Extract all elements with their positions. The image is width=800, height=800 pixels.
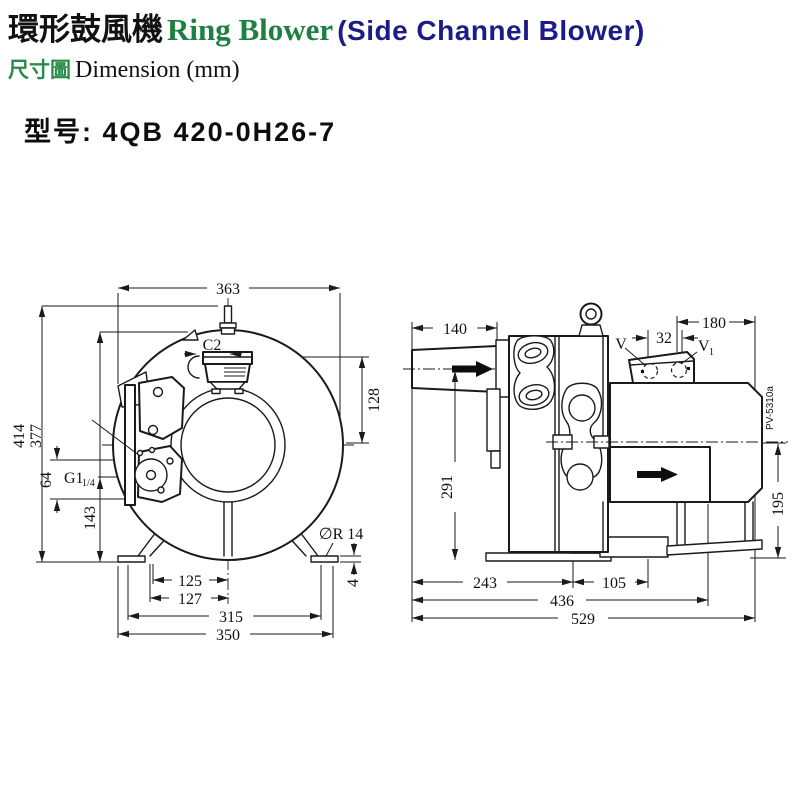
dim-140: 140: [443, 321, 467, 338]
label-v1: V: [698, 338, 710, 355]
dim-c2: C2: [203, 337, 222, 354]
flow-arrow-inlet: [452, 361, 493, 377]
terminal-box: [628, 351, 695, 384]
motor-support: [666, 501, 763, 556]
dim-32: 32: [656, 330, 672, 347]
dim-414: 414: [11, 424, 28, 448]
dim-291: 291: [439, 475, 456, 499]
subtitle-en: Dimension (mm): [75, 57, 240, 83]
dim-243: 243: [473, 575, 497, 592]
silencer-casting-left: [513, 335, 556, 410]
dim-143: 143: [82, 506, 99, 530]
model-label: 型号:: [24, 117, 93, 147]
base-box-2: [599, 536, 669, 558]
front-dimensions: 363 414 377 143 128 C2 64 G1 1/4: [11, 281, 383, 644]
side-extension-lines: [411, 316, 786, 622]
gland-v1: [670, 361, 688, 379]
title-paren: (Side Channel Blower): [337, 15, 645, 46]
dim-195: 195: [770, 492, 787, 516]
dim-thread: G1: [64, 470, 84, 487]
impeller-ring-inner: [180, 397, 276, 493]
eyebolt-icon: [578, 302, 604, 337]
dim-127: 127: [178, 591, 202, 608]
side-view: 140 180 32 V V 1 291 195 243: [403, 302, 788, 628]
title-en: Ring Blower: [167, 12, 334, 47]
label-v: V: [615, 336, 627, 353]
flange-step: [490, 450, 501, 469]
dim-4: 4: [345, 579, 362, 587]
dim-315: 315: [219, 609, 243, 626]
dim-125: 125: [178, 573, 202, 590]
housing-tab: [182, 329, 199, 341]
leader-v: [624, 347, 646, 366]
dim-128: 128: [366, 388, 383, 412]
foot-pad-left: [117, 555, 146, 563]
side-plate-bar: [124, 384, 136, 506]
subtitle: 尺寸圖 Dimension (mm): [8, 54, 240, 84]
motor-foot: [666, 539, 763, 556]
dim-thread-sub: 1/4: [82, 478, 95, 489]
model-number: 型号: 4QB 420-0H26-7: [24, 110, 336, 149]
side-dimensions: 140 180 32 V V 1 291 195 243: [412, 315, 787, 628]
silencer-casting-mid: [560, 382, 603, 491]
label-v1-sub: 1: [709, 347, 714, 358]
leader-v1: [680, 351, 698, 365]
base-plate: [485, 552, 612, 562]
dim-436: 436: [550, 593, 574, 610]
foot-pad-right: [310, 555, 339, 563]
subtitle-cjk: 尺寸圖: [8, 58, 71, 82]
flow-arrow-outlet: [637, 467, 678, 482]
muffler: [187, 351, 253, 395]
flange-block: [486, 388, 501, 452]
dim-105: 105: [602, 575, 626, 592]
page-title: 環形鼓風機 Ring Blower (Side Channel Blower): [8, 4, 645, 49]
mounting-plate-lower: [134, 445, 183, 503]
drawing-code: PV-5310a: [765, 386, 776, 430]
mounting-plate-upper: [138, 376, 185, 440]
dim-r14: ∅R 14: [319, 526, 364, 543]
dim-64: 64: [38, 472, 55, 488]
dim-377: 377: [28, 424, 45, 448]
title-cjk: 環形鼓風機: [8, 12, 163, 47]
dim-529: 529: [571, 611, 595, 628]
dim-180: 180: [702, 315, 726, 332]
top-plug: [219, 305, 237, 335]
front-view: 363 414 377 143 128 C2 64 G1 1/4: [11, 281, 383, 644]
dim-363: 363: [216, 281, 240, 298]
dim-350: 350: [216, 627, 240, 644]
model-value: 4QB 420-0H26-7: [102, 117, 337, 147]
